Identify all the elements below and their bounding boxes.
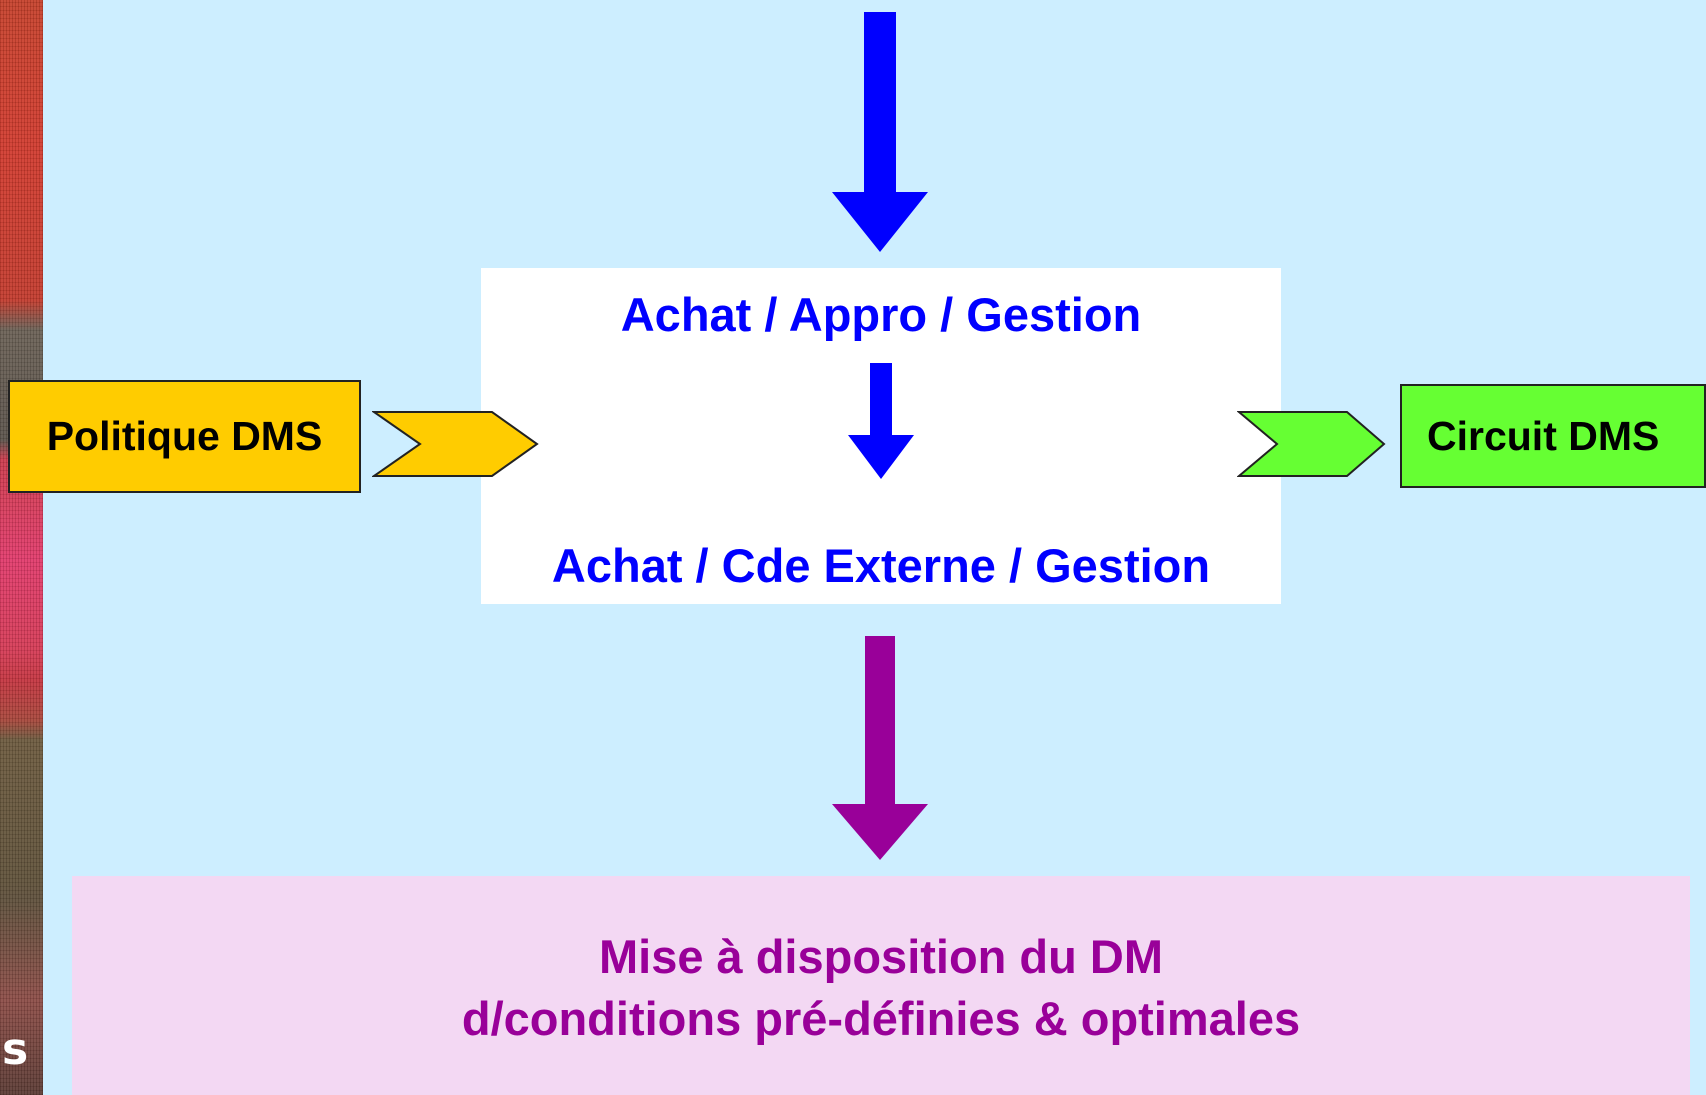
result-line-1: Mise à disposition du DM: [598, 930, 1164, 983]
policy-box: Politique DMS: [8, 380, 361, 493]
inner-down-arrow: [848, 363, 914, 479]
policy-chevron-arrow: [372, 411, 539, 477]
decorative-side-strip: s: [0, 0, 43, 1095]
process-title-bottom: Achat / Cde Externe / Gestion: [551, 539, 1211, 592]
result-line-2: d/conditions pré-définies & optimales: [461, 992, 1301, 1045]
policy-label: Politique DMS: [46, 413, 323, 459]
top-down-arrow: [832, 12, 928, 252]
process-title-top: Achat / Appro / Gestion: [620, 288, 1142, 341]
circuit-box: Circuit DMS: [1400, 384, 1706, 488]
side-strip-letter: s: [2, 1024, 29, 1075]
result-box: Mise à disposition du DM d/conditions pr…: [72, 876, 1690, 1095]
circuit-label: Circuit DMS: [1427, 412, 1660, 459]
circuit-chevron-arrow: [1237, 411, 1386, 477]
result-down-arrow: [832, 636, 928, 860]
process-box: Achat / Appro / Gestion Achat / Cde Exte…: [481, 268, 1281, 604]
